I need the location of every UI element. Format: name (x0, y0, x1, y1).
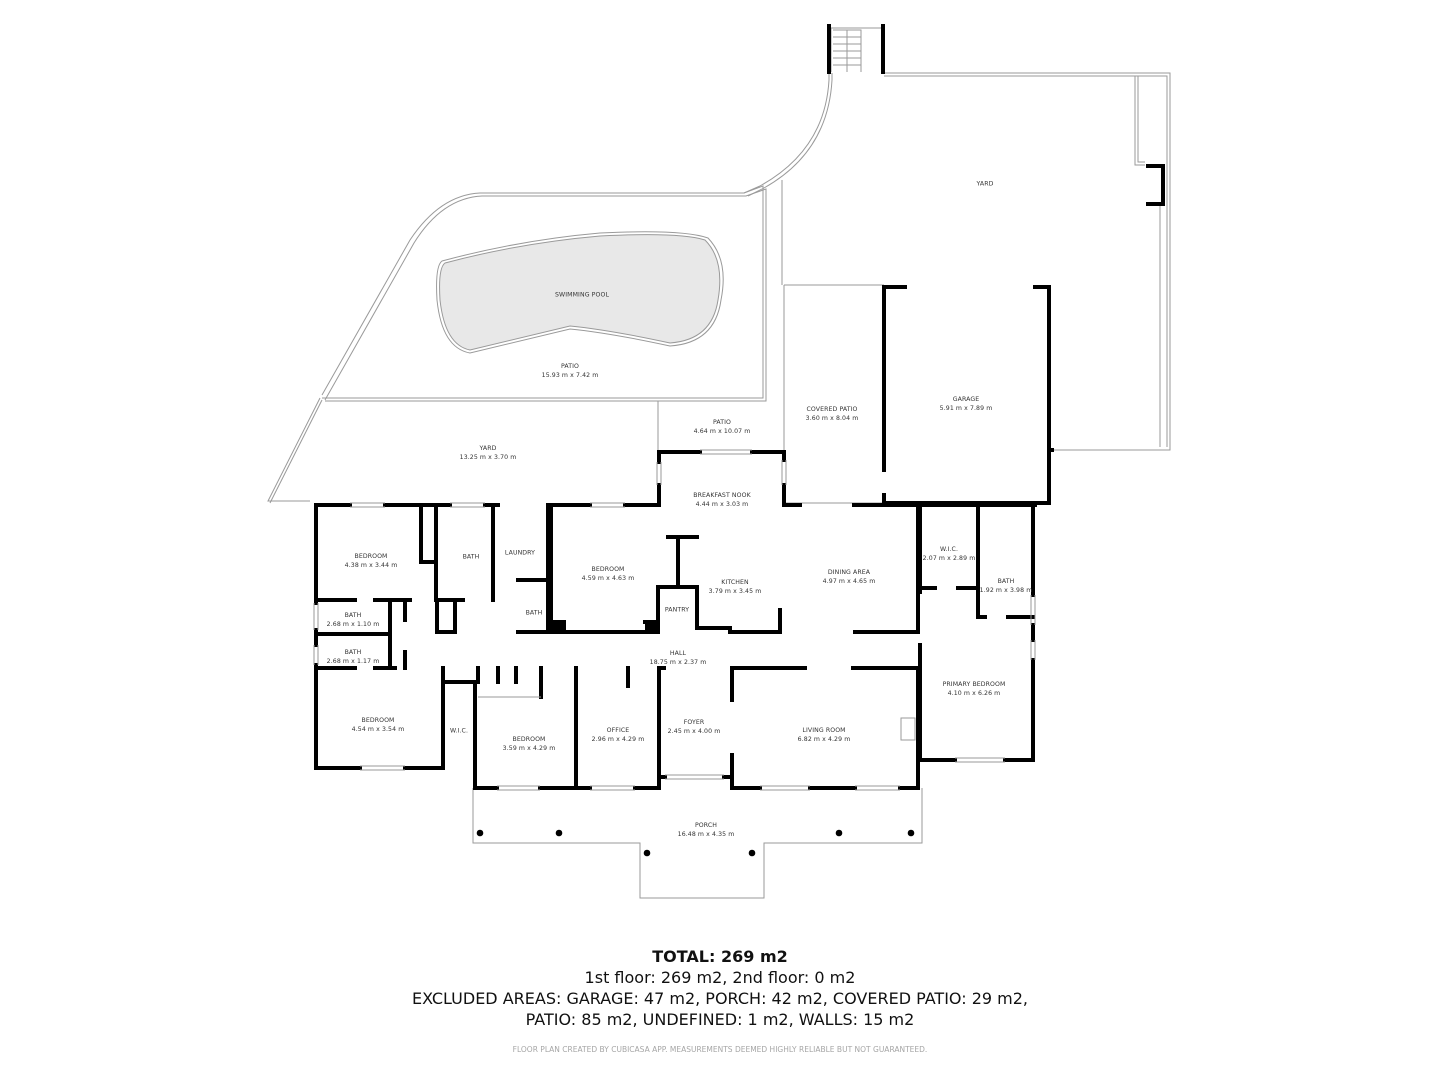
room-dimensions: 3.60 m x 8.04 m (805, 415, 859, 422)
pool-shape (439, 234, 721, 351)
room-name: LAUNDRY (504, 549, 536, 557)
room-dimensions: 5.91 m x 7.89 m (939, 405, 993, 412)
room-label-swimming-pool: SWIMMING POOL (555, 291, 609, 300)
room-name: SWIMMING POOL (555, 291, 609, 299)
room-label-wic-sw: W.I.C. (450, 727, 468, 736)
room-name: PATIO (560, 363, 580, 370)
room-label-covered-patio: COVERED PATIO 3.60 m x 8.04 m (806, 405, 859, 423)
room-name: GARAGE (952, 396, 980, 403)
room-dimensions: 15.93 m x 7.42 m (541, 372, 599, 379)
room-dimensions: 4.38 m x 3.44 m (344, 562, 398, 569)
room-label-bath-laundry: BATH (526, 609, 543, 618)
room-name: COVERED PATIO (806, 406, 858, 413)
room-dimensions: 2.96 m x 4.29 m (591, 736, 645, 743)
room-name: LIVING ROOM (802, 727, 846, 734)
floor-areas: 1st floor: 269 m2, 2nd floor: 0 m2 (584, 968, 856, 987)
room-dimensions: 3.79 m x 3.45 m (708, 588, 762, 595)
room-label-garage: GARAGE 5.91 m x 7.89 m (940, 395, 993, 413)
room-name: PATIO (712, 419, 732, 426)
room-label-laundry: LAUNDRY (505, 549, 535, 558)
room-label-hall: HALL 18.75 m x 2.37 m (650, 649, 707, 667)
room-dimensions: 4.59 m x 4.63 m (581, 575, 635, 582)
room-name: BEDROOM (512, 736, 546, 743)
room-dimensions: 18.75 m x 2.37 m (649, 659, 707, 666)
room-label-living-room: LIVING ROOM 6.82 m x 4.29 m (798, 726, 851, 744)
room-name: YARD (976, 180, 994, 188)
total-area: TOTAL: 269 m2 (652, 947, 788, 966)
room-name: DINING AREA (827, 569, 871, 576)
room-name: W.I.C. (449, 727, 469, 735)
room-dimensions: 3.59 m x 4.29 m (502, 745, 556, 752)
room-name: BEDROOM (591, 566, 625, 573)
room-dimensions: 4.44 m x 3.03 m (695, 501, 749, 508)
room-dimensions: 4.97 m x 4.65 m (822, 578, 876, 585)
room-label-bedroom-sw: BEDROOM 4.54 m x 3.54 m (352, 716, 405, 734)
room-label-kitchen: KITCHEN 3.79 m x 3.45 m (709, 578, 762, 596)
room-name: W.I.C. (939, 546, 959, 553)
room-label-yard-north: YARD (977, 180, 994, 189)
disclaimer: FLOOR PLAN CREATED BY CUBICASA APP. MEAS… (512, 1045, 928, 1054)
room-label-yard-west: YARD 13.25 m x 3.70 m (460, 444, 517, 462)
room-dimensions: 4.54 m x 3.54 m (351, 726, 405, 733)
room-label-bedroom-s: BEDROOM 3.59 m x 4.29 m (503, 735, 556, 753)
room-label-office: OFFICE 2.96 m x 4.29 m (592, 726, 645, 744)
room-label-porch: PORCH 16.48 m x 4.35 m (678, 821, 735, 839)
room-label-bedroom-center: BEDROOM 4.59 m x 4.63 m (582, 565, 635, 583)
room-name: PANTRY (664, 606, 690, 614)
room-label-bath-w2: BATH 2.68 m x 1.17 m (327, 648, 380, 666)
room-name: BEDROOM (354, 553, 388, 560)
room-name: BEDROOM (361, 717, 395, 724)
room-dimensions: 4.10 m x 6.26 m (947, 690, 1001, 697)
room-dimensions: 2.68 m x 1.10 m (326, 621, 380, 628)
area-summary: TOTAL: 269 m2 1st floor: 269 m2, 2nd flo… (0, 946, 1440, 1030)
room-name: BATH (344, 649, 362, 656)
room-dimensions: 2.45 m x 4.00 m (667, 728, 721, 735)
room-label-dining-area: DINING AREA 4.97 m x 4.65 m (823, 568, 876, 586)
room-label-breakfast-nook: BREAKFAST NOOK 4.44 m x 3.03 m (693, 491, 750, 509)
room-name: PORCH (694, 822, 718, 829)
room-label-pantry: PANTRY (665, 606, 689, 615)
room-name: HALL (669, 650, 687, 657)
room-dimensions: 2.07 m x 2.89 m (922, 555, 976, 562)
room-label-foyer: FOYER 2.45 m x 4.00 m (668, 718, 721, 736)
room-dimensions: 13.25 m x 3.70 m (459, 454, 517, 461)
room-label-wic-primary: W.I.C. 2.07 m x 2.89 m (923, 545, 976, 563)
room-label-bath-w1: BATH 2.68 m x 1.10 m (327, 611, 380, 629)
porch-posts (476, 829, 915, 857)
excluded-areas-line-1: EXCLUDED AREAS: GARAGE: 47 m2, PORCH: 42… (411, 989, 1029, 1008)
room-name: BATH (997, 578, 1015, 585)
room-label-bath-nw: BATH (463, 553, 480, 562)
floor-plan-drawing (267, 24, 1171, 899)
room-name: BREAKFAST NOOK (693, 492, 751, 499)
room-dimensions: 1.92 m x 3.98 m (979, 587, 1033, 594)
room-dimensions: 2.68 m x 1.17 m (326, 658, 380, 665)
room-name: BATH (525, 609, 543, 617)
room-name: OFFICE (606, 727, 630, 734)
room-name: PRIMARY BEDROOM (942, 681, 1006, 688)
room-name: BATH (344, 612, 362, 619)
room-name: KITCHEN (721, 579, 749, 586)
room-label-patio-small: PATIO 4.64 m x 10.07 m (694, 418, 751, 436)
room-dimensions: 6.82 m x 4.29 m (797, 736, 851, 743)
room-dimensions: 16.48 m x 4.35 m (677, 831, 735, 838)
room-name: YARD (479, 445, 497, 452)
room-label-patio-pool: PATIO 15.93 m x 7.42 m (542, 362, 599, 380)
room-dimensions: 4.64 m x 10.07 m (693, 428, 751, 435)
room-label-primary-bedroom: PRIMARY BEDROOM 4.10 m x 6.26 m (943, 680, 1006, 698)
excluded-areas-line-2: PATIO: 85 m2, UNDEFINED: 1 m2, WALLS: 15… (525, 1010, 915, 1029)
room-label-bedroom-nw: BEDROOM 4.38 m x 3.44 m (345, 552, 398, 570)
floor-plan: YARD SWIMMING POOL PATIO 15.93 m x 7.42 … (267, 24, 1171, 899)
room-name: FOYER (683, 719, 705, 726)
room-label-bath-primary: BATH 1.92 m x 3.98 m (980, 577, 1033, 595)
room-name: BATH (462, 553, 480, 561)
